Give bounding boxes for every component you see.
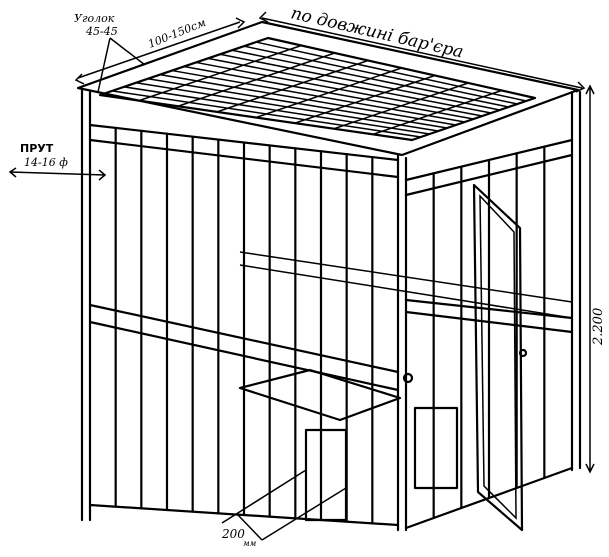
gap-dimension-arrow — [221, 469, 347, 541]
inner-shelf — [238, 368, 402, 422]
rail-top-front — [88, 123, 400, 179]
door-inner — [479, 194, 517, 520]
outer-box — [413, 406, 459, 490]
length-dimension-arrow — [258, 11, 586, 93]
vertical-bars — [114, 126, 546, 525]
mesh-line — [372, 89, 502, 136]
door-hinge — [518, 348, 528, 358]
height-label: 2.200 — [591, 308, 606, 346]
top-frame-outer — [76, 20, 580, 157]
top-frame-inner — [98, 36, 537, 142]
rod-size-label: 14-16 ф — [24, 156, 68, 169]
inner-box — [304, 428, 348, 522]
rail-bottom-front — [88, 503, 400, 527]
mesh-line — [255, 67, 402, 119]
gap-label: 200 — [221, 527, 245, 541]
height-dimension-arrow — [585, 84, 595, 474]
angle-iron-size-label: 45-45 — [85, 25, 118, 38]
mesh-line — [138, 44, 302, 102]
rod-arrow — [8, 167, 107, 181]
rail-mid-front — [88, 303, 400, 392]
angle-iron-label: Уголок — [74, 12, 115, 25]
rod-label: ПРУТ — [20, 142, 54, 155]
mesh-line — [333, 82, 469, 130]
rail-top-side — [404, 138, 574, 197]
angle-iron-pointer — [97, 37, 146, 93]
mesh-line — [177, 52, 335, 107]
rail-mid-side — [404, 298, 574, 334]
top-mesh — [111, 41, 527, 138]
gap-unit-label: мм — [243, 539, 257, 548]
rail-bottom-side — [404, 466, 574, 530]
door[interactable] — [472, 183, 524, 532]
lock-left — [402, 372, 414, 384]
depth-dimension-arrow — [74, 17, 246, 85]
rail-back — [239, 251, 573, 319]
mesh-line — [294, 74, 436, 124]
mesh-line — [216, 59, 369, 113]
